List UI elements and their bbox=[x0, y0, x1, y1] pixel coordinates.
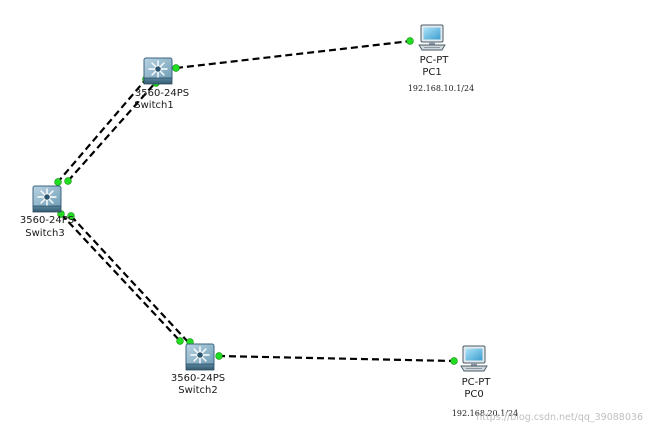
port-status-dot bbox=[215, 352, 223, 360]
port-status-dot bbox=[450, 357, 458, 365]
port-status-dot bbox=[54, 178, 62, 186]
pc1-node[interactable]: PC-PT PC1 192.168.10.1/24 bbox=[408, 24, 474, 93]
port-status-dot bbox=[176, 337, 184, 345]
port-status-dot bbox=[67, 212, 75, 220]
pc0-name-label: PC0 bbox=[464, 389, 483, 400]
pc-icon[interactable] bbox=[418, 24, 446, 51]
pc0-model-label: PC-PT bbox=[462, 377, 492, 388]
switch3-name-label: Switch3 bbox=[25, 228, 64, 239]
port-status-dot bbox=[406, 37, 414, 45]
pc-icon[interactable] bbox=[460, 345, 488, 372]
link-switch2-pc0[interactable] bbox=[217, 354, 455, 363]
switch3-node[interactable]: 3560-24PS Switch3 bbox=[20, 185, 74, 239]
switch1-model-label: 3560-24PS bbox=[135, 88, 189, 99]
switch2-name-label: Switch2 bbox=[178, 385, 217, 396]
link-switch1-pc1[interactable] bbox=[175, 39, 412, 70]
pc0-node[interactable]: PC-PT PC0 192.168.20.1/24 bbox=[452, 345, 518, 418]
link-switch3-switch1-a[interactable] bbox=[56, 77, 148, 184]
link-switch3-switch2-b[interactable] bbox=[70, 215, 190, 344]
pc1-name-label: PC1 bbox=[422, 67, 441, 78]
link-switch3-switch1-b[interactable] bbox=[67, 81, 157, 182]
switch2-model-label: 3560-24PS bbox=[171, 373, 225, 384]
port-status-dot bbox=[64, 177, 72, 185]
pc1-model-label: PC-PT bbox=[420, 55, 450, 66]
link-switch3-switch2-a[interactable] bbox=[60, 213, 181, 342]
multilayer-switch-icon[interactable] bbox=[32, 185, 62, 213]
multilayer-switch-icon[interactable] bbox=[143, 57, 173, 85]
switch1-node[interactable]: 3560-24PS Switch1 bbox=[134, 57, 189, 111]
multilayer-switch-icon[interactable] bbox=[185, 343, 215, 371]
pc0-ip-address: 192.168.20.1/24 bbox=[452, 409, 518, 418]
watermark-text: https://blog.csdn.net/qq_39088036 bbox=[476, 412, 643, 423]
pc1-ip-address: 192.168.10.1/24 bbox=[408, 84, 474, 93]
switch1-name-label: Switch1 bbox=[134, 100, 173, 111]
port-status-dot bbox=[172, 64, 180, 72]
switch3-model-label: 3560-24PS bbox=[20, 215, 74, 226]
switch2-node[interactable]: 3560-24PS Switch2 bbox=[171, 343, 225, 396]
